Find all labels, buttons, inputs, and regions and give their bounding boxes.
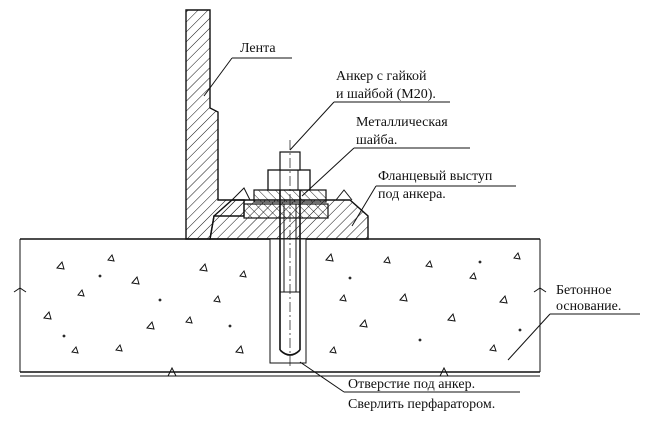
leader-lines [203, 57, 640, 393]
label-anchor-line1: Анкер с гайкой [336, 69, 427, 84]
flange-bump-left [231, 187, 251, 201]
label-washer-line1: Металлическая [356, 115, 448, 130]
anchor-bolt-shaft [279, 190, 301, 356]
label-washer-line2: шайба. [356, 133, 397, 148]
label-hole-line2: Сверлить перфаратором. [348, 397, 495, 412]
label-concrete-line1: Бетонное [556, 283, 612, 298]
label-hole-line1: Отверстие под анкер. [348, 377, 475, 392]
label-tape: Лента [240, 41, 276, 56]
anchor-nut [267, 169, 311, 191]
label-concrete-line2: основание. [556, 299, 621, 314]
label-flange-line2: под анкера. [378, 187, 446, 202]
label-flange-line1: Фланцевый выступ [378, 169, 493, 184]
label-anchor-line2: и шайбой (М20). [336, 87, 436, 102]
washer-lower [243, 203, 329, 219]
flange-bump-right [335, 189, 353, 201]
concrete-aggregate-marks [43, 251, 522, 354]
